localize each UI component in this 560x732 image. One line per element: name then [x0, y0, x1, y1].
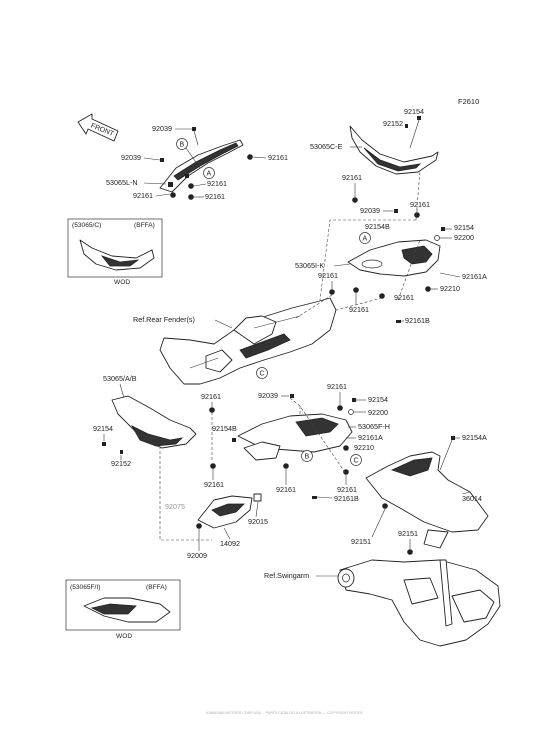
label-92039-d: 92039: [258, 391, 278, 400]
label-swingarm-ref: Ref.Swingarm: [264, 571, 309, 580]
label-rear-fender-ref: Ref.Rear Fender(s): [133, 315, 195, 324]
label-92161-k: 92161: [204, 480, 224, 489]
label-92200-b: 92200: [368, 408, 388, 417]
inset-53065-fi: (53065F/I) (BFFA) WOD: [65, 579, 181, 640]
side-cover-lower-left: [111, 395, 197, 449]
callout-c-lower: C: [350, 454, 362, 466]
bracket-14092: [197, 495, 253, 529]
label-92151-b: 92151: [398, 529, 418, 538]
svg-text:(BFFA): (BFFA): [146, 584, 167, 591]
label-92009: 92009: [187, 551, 207, 560]
callout-b-upper-left: B: [176, 138, 188, 150]
svg-text:(53065/C): (53065/C): [72, 222, 101, 229]
label-92161-n: 92161: [337, 485, 357, 494]
label-92161B-b: 92161B: [334, 494, 359, 503]
callout-a-upper-left: A: [203, 167, 215, 179]
label-92039-b: 92039: [121, 153, 141, 162]
svg-text:C: C: [260, 371, 265, 378]
svg-text:(53065F/I): (53065F/I): [70, 584, 100, 591]
label-92075: 92075: [165, 502, 185, 511]
label-92154A: 92154A: [462, 433, 487, 442]
label-92161B-a: 92161B: [405, 316, 430, 325]
label-92154-a: 92154: [404, 107, 424, 116]
label-92154-c: 92154: [93, 424, 113, 433]
label-92161A-a: 92161A: [462, 272, 487, 281]
label-92154B-b: 92154B: [212, 424, 237, 433]
label-92161-h: 92161: [394, 293, 414, 302]
label-53065LN: 53065L-N: [106, 178, 138, 187]
label-92015: 92015: [248, 517, 268, 526]
callout-b-lower: B: [301, 450, 313, 462]
label-92161-j: 92161: [201, 392, 221, 401]
svg-text:(BFFA): (BFFA): [134, 222, 155, 229]
label-92161-a: 92161: [133, 191, 153, 200]
footer-copyright: KAWASAKI MOTORS CORP USA ... PARTS CATAL…: [206, 711, 364, 715]
label-92161A-b: 92161A: [358, 433, 383, 442]
label-92152-b: 92152: [111, 459, 131, 468]
label-92200-a: 92200: [454, 233, 474, 242]
callout-c-fender: C: [256, 367, 268, 379]
svg-text:B: B: [305, 454, 310, 461]
svg-text:B: B: [180, 142, 185, 149]
label-14092: 14092: [220, 539, 240, 548]
side-cover-upper-right: [349, 125, 439, 175]
label-92039-c: 92039: [360, 206, 380, 215]
label-92210-a: 92210: [440, 284, 460, 293]
label-92151-a: 92151: [351, 537, 371, 546]
inset-53065-c: (53065/C) (BFFA) WOD: [67, 218, 163, 286]
label-92039-a: 92039: [152, 124, 172, 133]
label-92161-b: 92161: [207, 179, 227, 188]
label-36014: 36014: [462, 494, 482, 503]
label-92152-a: 92152: [383, 119, 403, 128]
side-cover-center: [347, 239, 441, 277]
side-cover-upper-left: [159, 139, 244, 193]
label-92161-g: 92161: [318, 271, 338, 280]
label-53065IK: 53065I-K: [295, 261, 324, 270]
label-92161-m: 92161: [276, 485, 296, 494]
svg-text:WOD: WOD: [116, 633, 132, 640]
callout-a-center: A: [359, 232, 371, 244]
label-53065CE: 53065C-E: [310, 142, 343, 151]
front-arrow-icon: FRONT: [77, 113, 119, 142]
label-53065FH: 53065F-H: [358, 422, 390, 431]
label-92161-c: 92161: [205, 192, 225, 201]
swingarm-ref: [337, 559, 501, 647]
label-92154-d: 92154: [368, 395, 388, 404]
svg-text:A: A: [207, 171, 212, 178]
svg-text:C: C: [354, 458, 359, 465]
svg-text:A: A: [363, 236, 368, 243]
label-92154B-a: 92154B: [365, 222, 390, 231]
rear-fender-ref: [159, 297, 337, 385]
label-92161-e: 92161: [342, 173, 362, 182]
figure-id: F2610: [458, 97, 479, 106]
label-53065AB: 53065/A/B: [103, 374, 137, 383]
side-cover-lower-center: [237, 413, 353, 461]
label-92154-b: 92154: [454, 223, 474, 232]
label-92161-l: 92161: [327, 382, 347, 391]
label-92161-d: 92161: [268, 153, 288, 162]
label-92161-f: 92161: [410, 200, 430, 209]
svg-text:WOD: WOD: [114, 279, 130, 286]
label-92210-b: 92210: [354, 443, 374, 452]
label-92161-i: 92161: [349, 305, 369, 314]
